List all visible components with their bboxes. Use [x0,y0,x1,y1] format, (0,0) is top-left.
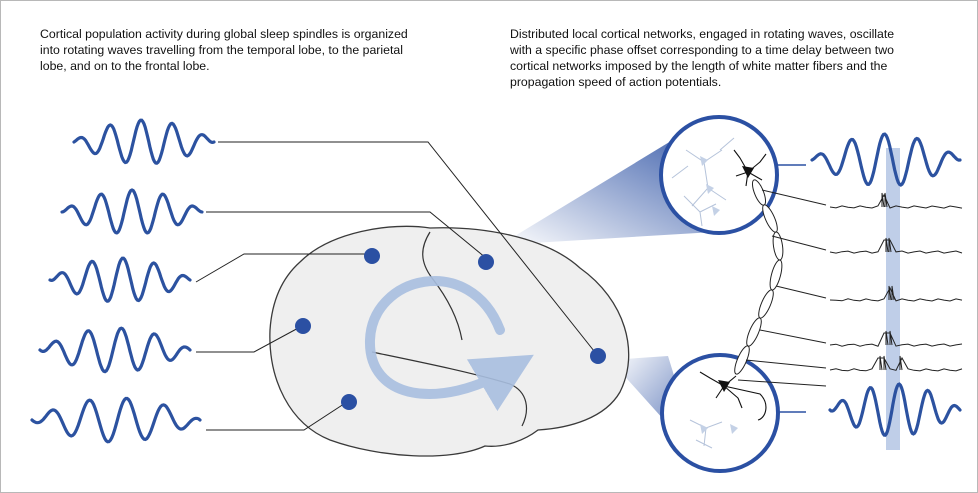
spike-pointer-1 [761,189,827,206]
spike-train-5 [829,355,963,372]
myelin-segment-5 [758,289,774,319]
brain [269,225,630,457]
connector-line-5 [206,399,351,431]
spindle-wave-5 [30,396,202,444]
site-dot-frontal [590,348,606,364]
connector-line-2 [206,211,487,259]
caption-right: Distributed local cortical networks, eng… [510,27,895,89]
phase-highlight-band [886,148,900,450]
myelin-segment-6 [746,317,762,347]
connector-lines [195,141,599,431]
spindle-wave-2 [60,188,204,235]
spike-pointer-6 [737,379,827,387]
spindle-wave-1 [72,118,216,165]
left-spindle-waves [30,118,216,444]
site-dot-parietal [478,254,494,270]
rotation-arrow [364,276,534,412]
zoom-circle-top [659,115,779,235]
myelin-segment-7 [734,345,750,375]
spike-train-4 [829,330,963,347]
site-dot-temporal [295,318,311,334]
connector-line-3 [195,253,372,283]
spike-train-3 [829,285,963,302]
spike-trains [737,189,963,387]
axon-fiber [734,179,784,375]
connector-line-4 [196,325,303,353]
spike-train-1 [829,192,963,209]
spike-train-2 [829,237,963,254]
brain-outline [269,225,630,457]
site-dot-lower [341,394,357,410]
spike-pointer-5 [745,359,827,369]
spindle-wave-3 [48,256,192,303]
zoom-circle-bottom [660,353,780,473]
connector-line-1 [218,141,599,357]
spike-pointer-2 [771,235,827,251]
cortical-sites [295,248,606,410]
right-spindle-waves [810,132,962,437]
site-dot-top [364,248,380,264]
myelin-segment-3 [772,231,784,261]
spike-pointer-4 [759,329,827,344]
myelin-segment-2 [762,204,778,233]
caption-left: Cortical population activity during glob… [40,27,408,73]
spindle-wave-4 [38,326,192,374]
spindle-wave-top-right [810,132,962,187]
spike-pointer-3 [775,285,827,299]
spindle-wave-bottom-right [828,382,962,437]
